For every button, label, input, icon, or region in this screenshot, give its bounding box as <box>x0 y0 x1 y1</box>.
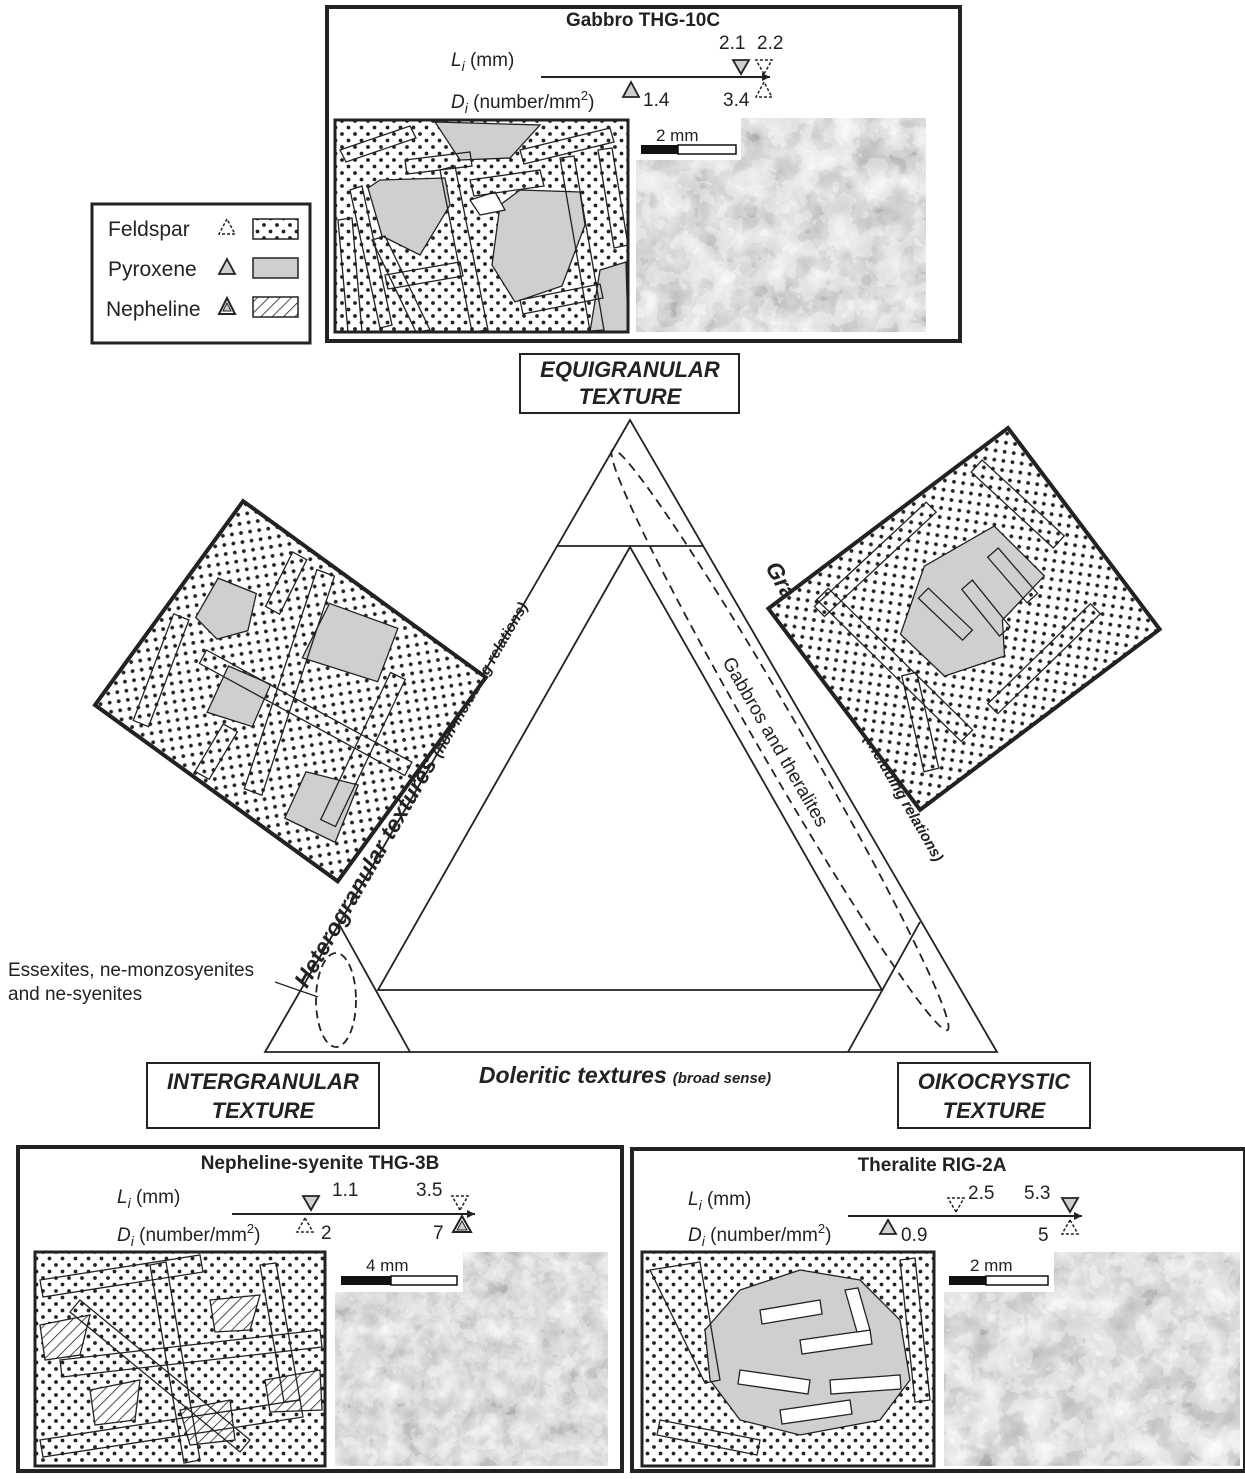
essexites-field-ellipse <box>315 952 357 1048</box>
svg-text:2: 2 <box>321 1223 332 1244</box>
svg-text:1.1: 1.1 <box>332 1180 358 1201</box>
ternary-triangle <box>263 418 999 1053</box>
svg-text:7: 7 <box>433 1223 444 1244</box>
li-pyroxene-marker <box>731 59 751 76</box>
scale-bar-label: 4 mm <box>366 1256 409 1275</box>
li-feldspar-marker <box>754 59 774 76</box>
scale-bar-label: 2 mm <box>970 1256 1013 1275</box>
sample-panel-nepheline-syenite: Nepheline-syenite THG-3B Li (mm) Di (num… <box>16 1145 624 1473</box>
di-feldspar-marker <box>754 80 774 98</box>
di-pyroxene-marker <box>878 1218 898 1235</box>
axis-arrow-icon <box>467 1210 475 1218</box>
gabbros-annotation: Gabbros and theralites <box>718 654 832 831</box>
li-value: 2.1 <box>719 33 745 54</box>
scale-bar <box>949 1276 986 1285</box>
edge-label-doleritic: Doleritic textures(broad sense) <box>479 1062 771 1088</box>
legend-pyroxene-label: Pyroxene <box>108 258 197 281</box>
vertex-label-oikocrystic: OIKOCRYSTIC TEXTURE <box>897 1062 1091 1129</box>
scale-bar-label: 2 mm <box>656 126 699 145</box>
svg-text:TEXTURE: TEXTURE <box>579 384 683 409</box>
scale-bar <box>341 1276 391 1285</box>
axis-arrow-icon <box>762 73 770 81</box>
svg-text:TEXTURE: TEXTURE <box>943 1098 1047 1123</box>
svg-text:TEXTURE: TEXTURE <box>212 1098 316 1123</box>
svg-text:OIKOCRYSTIC: OIKOCRYSTIC <box>918 1069 1072 1094</box>
di-feldspar-marker <box>1060 1218 1080 1235</box>
rotated-sketch-left <box>92 498 489 885</box>
svg-text:Li (mm): Li (mm) <box>451 50 514 74</box>
svg-text:Gabbros and theralites: Gabbros and theralites <box>718 654 832 831</box>
essexites-leader-line <box>274 981 319 998</box>
svg-text:2.5: 2.5 <box>968 1183 994 1204</box>
sample-title: Theralite RIG-2A <box>858 1155 1007 1176</box>
di-pyroxene-marker <box>621 80 641 98</box>
outer-triangle <box>263 418 999 1053</box>
svg-text:Li (mm): Li (mm) <box>117 1187 180 1211</box>
sample-title: Nepheline-syenite THG-3B <box>201 1153 440 1174</box>
svg-text:Li (mm): Li (mm) <box>688 1189 751 1213</box>
sample-title: Gabbro THG-10C <box>566 10 720 31</box>
svg-text:EQUIGRANULAR: EQUIGRANULAR <box>540 357 720 382</box>
inner-triangle <box>376 545 884 991</box>
sample-panel-theralite: Theralite RIG-2A Li (mm) Di (number/mm2)… <box>630 1147 1245 1473</box>
nepheline-swatch <box>252 296 299 318</box>
legend: Feldspar Pyroxene Nepheline <box>90 202 312 345</box>
svg-text:Di (number/mm2): Di (number/mm2) <box>688 1221 831 1249</box>
svg-text:0.9: 0.9 <box>901 1225 927 1246</box>
texture-sketch <box>333 118 630 334</box>
di-feldspar-marker <box>295 1216 315 1233</box>
photomicrograph: 4 mm <box>335 1252 608 1466</box>
svg-text:5: 5 <box>1038 1225 1049 1246</box>
li-pyroxene-marker <box>301 1195 321 1212</box>
photomicrograph: 2 mm <box>636 118 926 332</box>
axis-arrow-icon <box>1074 1212 1082 1220</box>
svg-text:INTERGRANULAR: INTERGRANULAR <box>167 1069 359 1094</box>
texture-sketch <box>640 1250 936 1468</box>
li-pyroxene-marker <box>1060 1197 1080 1214</box>
svg-text:5.3: 5.3 <box>1024 1183 1050 1204</box>
scale-bar <box>641 145 678 154</box>
legend-feldspar-label: Feldspar <box>108 218 190 241</box>
li-value: 2.2 <box>757 33 783 54</box>
di-value: 3.4 <box>723 90 750 111</box>
li-feldspar-marker <box>450 1195 470 1212</box>
sample-panel-gabbro: Gabbro THG-10C Li (mm) Di (number/mm2) 2… <box>325 5 962 343</box>
vertex-label-equigranular: EQUIGRANULAR TEXTURE <box>519 353 740 414</box>
rotated-sketch-right <box>765 425 1163 813</box>
texture-sketch <box>33 1250 327 1468</box>
svg-text:3.5: 3.5 <box>416 1180 442 1201</box>
di-value: 1.4 <box>643 90 670 111</box>
legend-nepheline-label: Nepheline <box>106 298 201 321</box>
feldspar-swatch <box>252 218 299 240</box>
li-feldspar-marker <box>946 1197 966 1214</box>
feldspar-triangle-icon <box>217 217 237 235</box>
pyroxene-swatch <box>252 257 299 279</box>
vertex-label-intergranular: INTERGRANULAR TEXTURE <box>146 1062 380 1129</box>
essexites-annotation: and ne-syenites <box>8 984 142 1005</box>
svg-text:Di (number/mm2): Di (number/mm2) <box>451 88 594 116</box>
essexites-annotation: Essexites, ne-monzosyenites <box>8 960 254 981</box>
photomicrograph: 2 mm <box>944 1252 1240 1466</box>
svg-text:Di (number/mm2): Di (number/mm2) <box>117 1221 260 1249</box>
gabbros-field-ellipse <box>610 448 950 1032</box>
pyroxene-triangle-icon <box>217 257 237 275</box>
